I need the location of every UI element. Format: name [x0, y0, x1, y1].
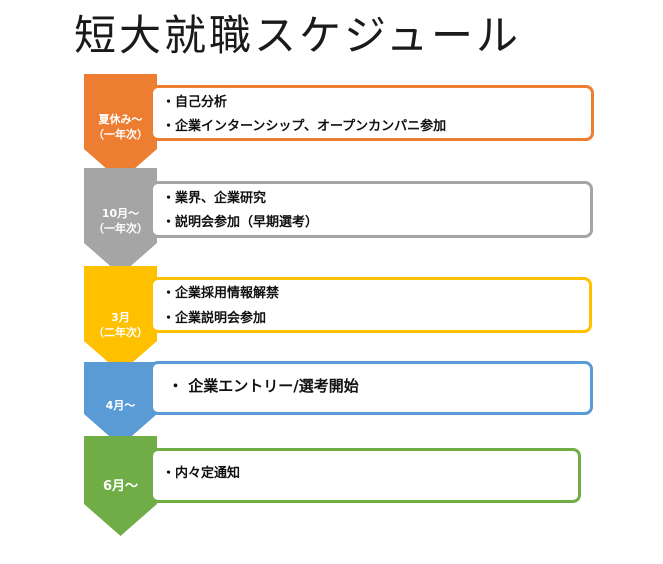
step-3-label: 3月 （二年次） — [84, 310, 157, 340]
step-2-label: 10月～ （一年次） — [84, 206, 157, 236]
chevron-step-3 — [84, 266, 157, 373]
step-4-item-1: ・ 企業エントリー/選考開始 — [168, 377, 359, 395]
step-5-box: ・内々定通知 — [150, 448, 581, 503]
chevron-step-1 — [84, 74, 157, 181]
step-2-item-2: ・説明会参加（早期選考） — [162, 215, 319, 230]
step-2-item-1: ・業界、企業研究 — [162, 191, 267, 206]
step-5-label: 6月～ — [84, 479, 157, 494]
chevron-step-2 — [84, 168, 157, 275]
page-title: 短大就職スケジュール — [74, 11, 522, 60]
step-1-item-1: ・自己分析 — [162, 95, 228, 110]
step-1-label: 夏休み～ （一年次） — [84, 112, 157, 142]
step-1-label-line1: 夏休み～ — [98, 113, 143, 126]
step-2-box: ・業界、企業研究 ・説明会参加（早期選考） — [150, 181, 593, 238]
step-5-label-line1: 6月～ — [102, 479, 139, 494]
step-4-label: 4月～ — [84, 398, 157, 413]
step-3-box: ・企業採用情報解禁 ・企業説明会参加 — [150, 277, 592, 333]
step-5-item-1: ・内々定通知 — [162, 466, 241, 481]
step-1-item-2: ・企業インターンシップ、オープンカンパニ参加 — [162, 119, 447, 134]
step-2-label-line2: （一年次） — [93, 222, 148, 235]
step-3-label-line2: （二年次） — [93, 326, 148, 339]
step-1-box: ・自己分析 ・企業インターンシップ、オープンカンパニ参加 — [150, 85, 594, 141]
step-3-label-line1: 3月 — [111, 311, 130, 324]
chevron-step-4 — [84, 362, 157, 446]
step-4-label-line1: 4月～ — [105, 399, 136, 412]
step-1-label-line2: （一年次） — [93, 128, 148, 141]
step-4-box: ・ 企業エントリー/選考開始 — [150, 361, 593, 415]
step-3-item-1: ・企業採用情報解禁 — [162, 286, 280, 301]
step-2-label-line1: 10月～ — [101, 207, 140, 220]
step-3-item-2: ・企業説明会参加 — [162, 311, 267, 326]
chevron-step-5 — [84, 436, 157, 536]
